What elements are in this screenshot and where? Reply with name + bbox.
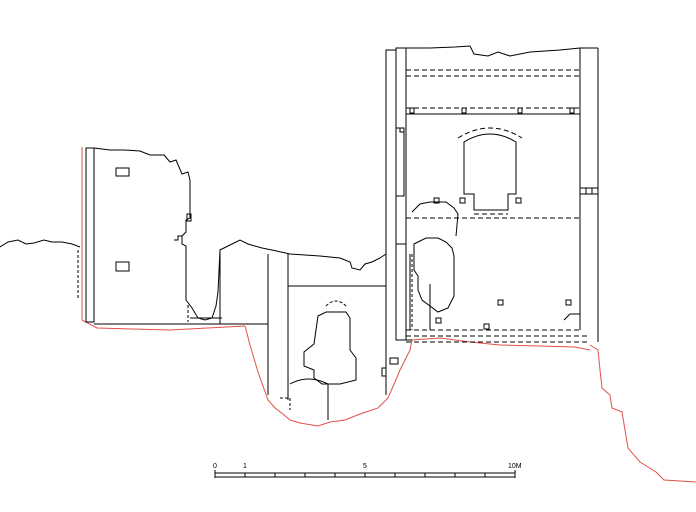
lower-socket	[483, 323, 490, 330]
left-tower	[85, 147, 387, 325]
joist-socket	[409, 107, 415, 114]
lower-doorway	[413, 237, 455, 313]
exterior-ledge	[579, 187, 599, 195]
right-tower	[385, 45, 599, 343]
scale-bar: 0 1 5 10M	[213, 463, 522, 478]
ground-profile	[81, 147, 696, 483]
ground-line-left-vertical	[81, 147, 246, 331]
lower-socket	[565, 299, 572, 306]
window-socket-right	[515, 197, 522, 204]
right-tower-roofline	[406, 45, 598, 57]
doorway-arch	[411, 201, 459, 237]
terrain-left	[0, 239, 81, 248]
joist-socket	[461, 107, 467, 114]
chamber-arch-lower-dash	[280, 397, 291, 410]
ground-line-pit	[244, 325, 591, 427]
chamber-arch	[325, 300, 347, 307]
wall-niche-socket	[399, 127, 405, 133]
ground-line-right-slope	[589, 344, 696, 483]
central-chamber	[267, 254, 399, 420]
scale-label-5: 5	[363, 463, 367, 470]
beam-socket	[186, 213, 192, 222]
left-tower-outline	[85, 147, 95, 323]
scale-bar-ticks	[214, 470, 516, 478]
upper-window-arch	[457, 127, 523, 139]
chamber-arch-lower	[289, 378, 329, 420]
upper-window-frame	[463, 133, 517, 211]
chamber-opening	[303, 311, 357, 385]
scale-label-0: 0	[213, 463, 217, 470]
doorway-socket-top	[433, 197, 440, 204]
window-upper	[115, 167, 130, 177]
wall-notch	[174, 235, 182, 241]
scale-label-1: 1	[243, 463, 247, 470]
chamber-socket-2	[389, 357, 399, 365]
lower-socket	[435, 317, 442, 324]
joist-socket	[569, 107, 575, 114]
window-lower	[115, 261, 130, 272]
joist-socket	[517, 107, 523, 114]
lower-step	[563, 313, 580, 321]
left-tower-inner-wall	[93, 147, 387, 321]
scale-label-10m: 10M	[508, 463, 522, 470]
wall-niche	[396, 127, 405, 197]
chamber-socket	[381, 367, 387, 377]
window-socket-left	[459, 197, 466, 204]
lower-socket	[497, 299, 504, 306]
